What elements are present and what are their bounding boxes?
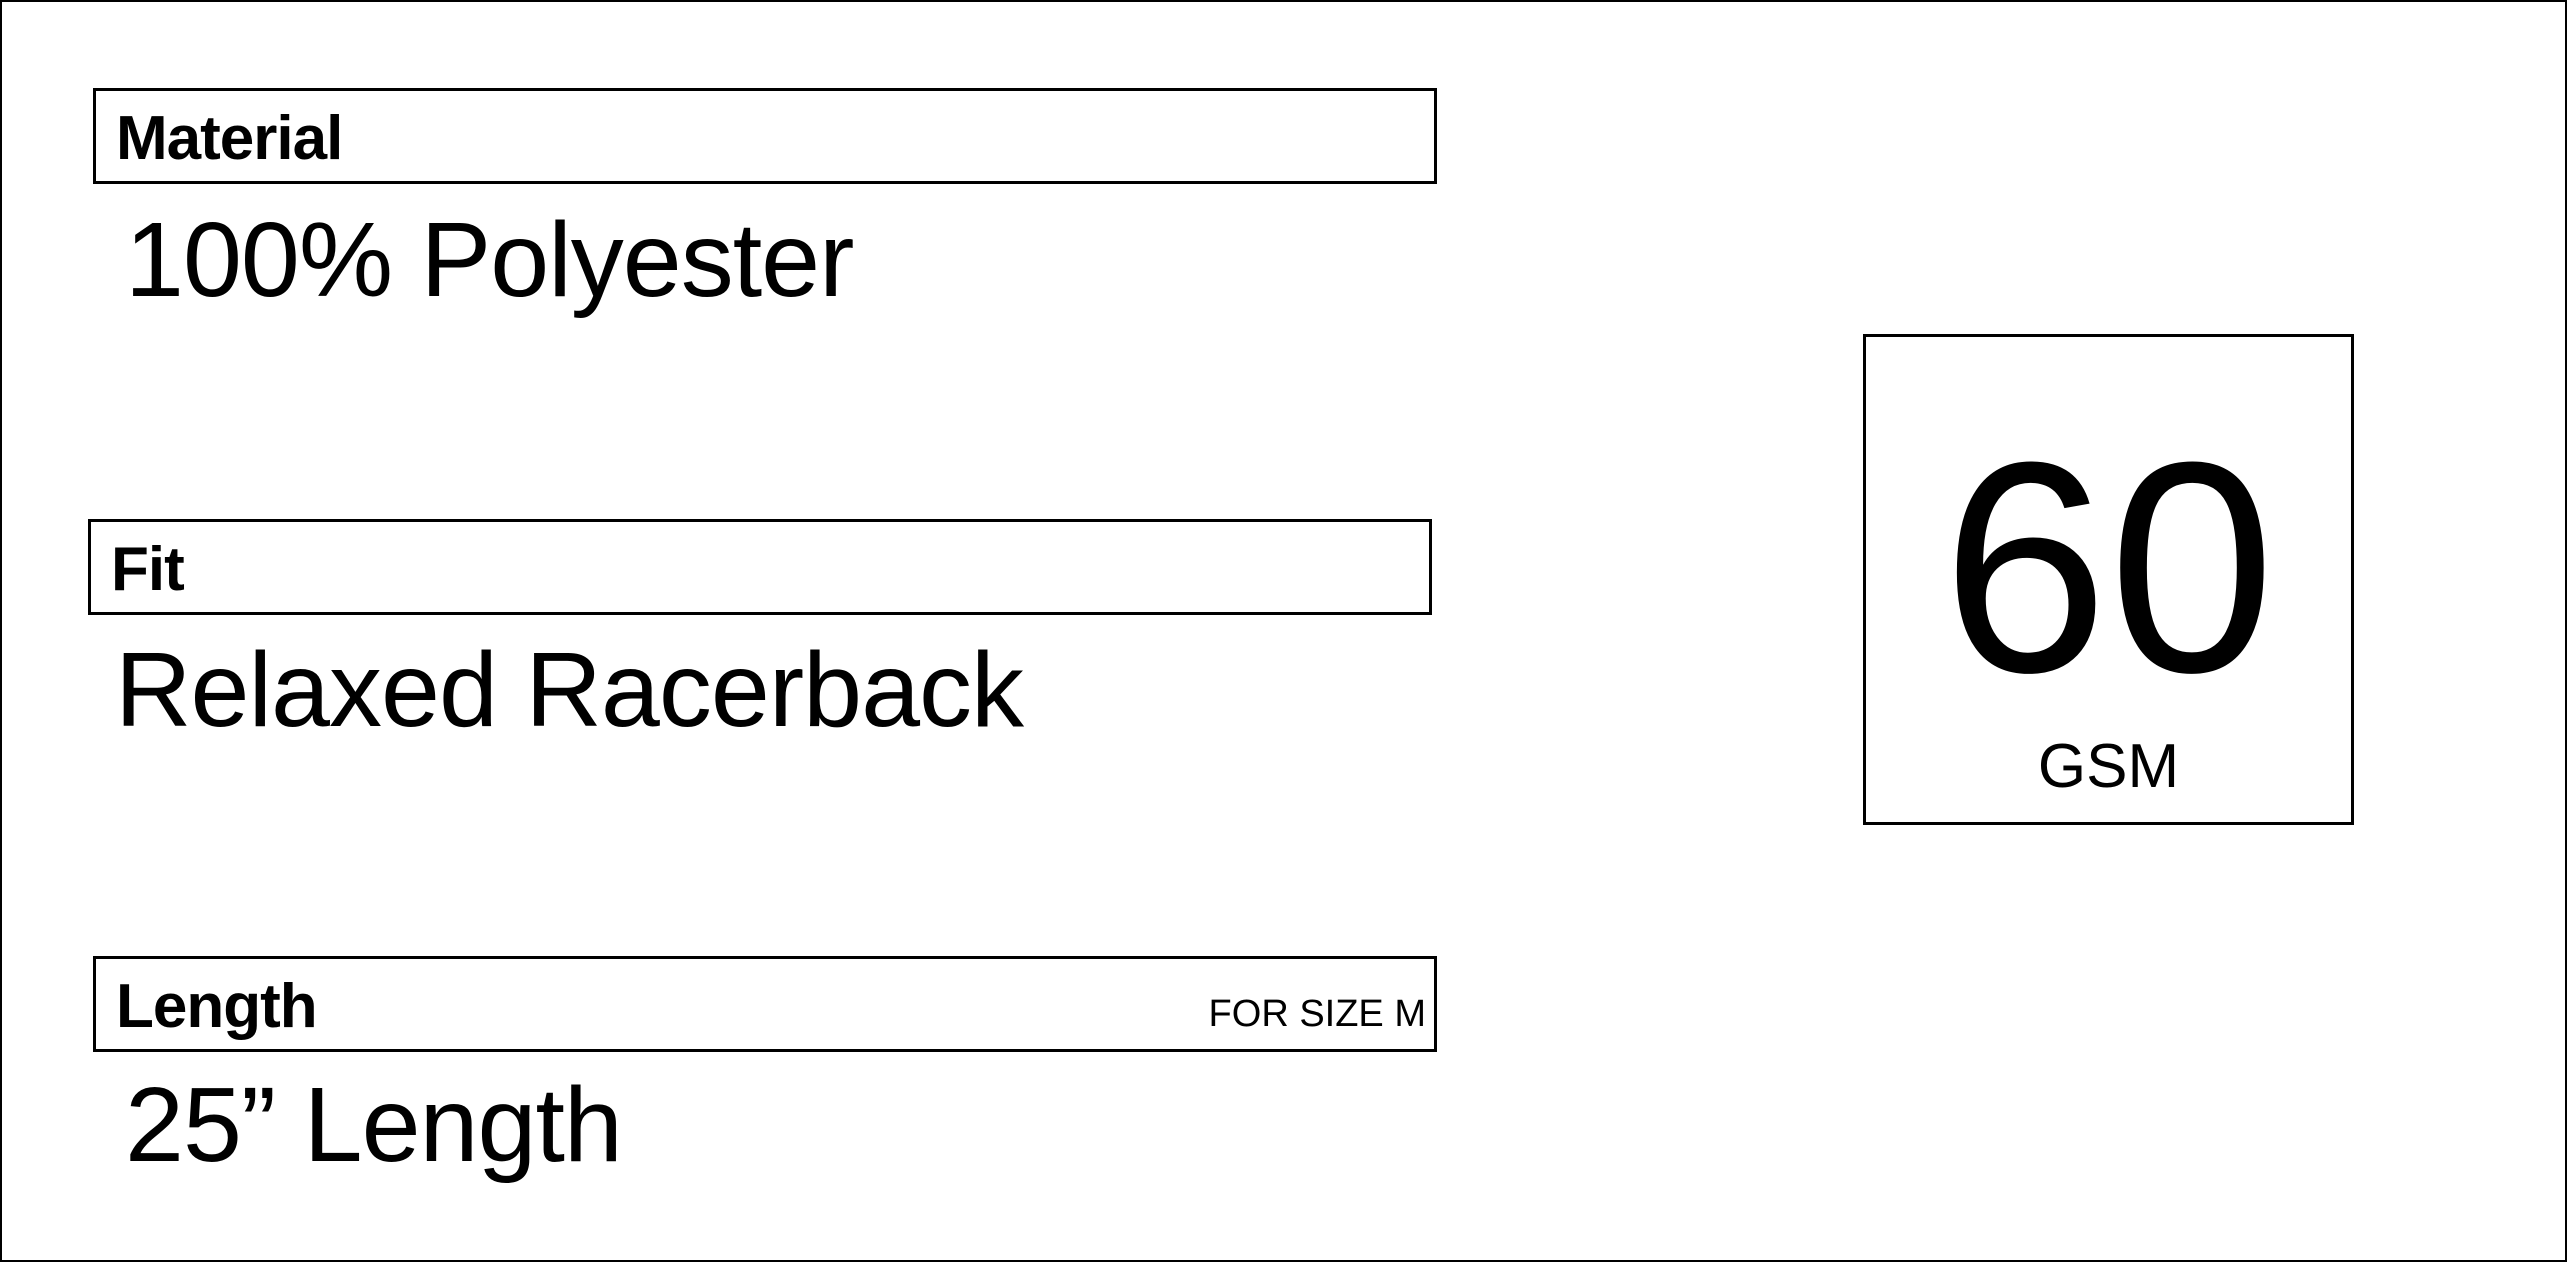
material-header: Material: [93, 88, 1437, 184]
fit-label: Fit: [111, 535, 185, 604]
size-note: FOR SIZE M: [1208, 993, 1426, 1035]
fabric-weight-badge: 60 GSM: [1863, 334, 2354, 825]
weight-unit: GSM: [2037, 732, 2180, 801]
material-label: Material: [116, 104, 343, 173]
length-header: Length FOR SIZE M: [93, 956, 1437, 1052]
weight-value: 60: [1941, 399, 2276, 735]
length-label: Length: [116, 972, 318, 1041]
material-value: 100% Polyester: [125, 201, 854, 319]
length-value: 25” Length: [125, 1066, 623, 1184]
fit-value: Relaxed Racerback: [115, 631, 1024, 749]
fit-header: Fit: [88, 519, 1432, 615]
